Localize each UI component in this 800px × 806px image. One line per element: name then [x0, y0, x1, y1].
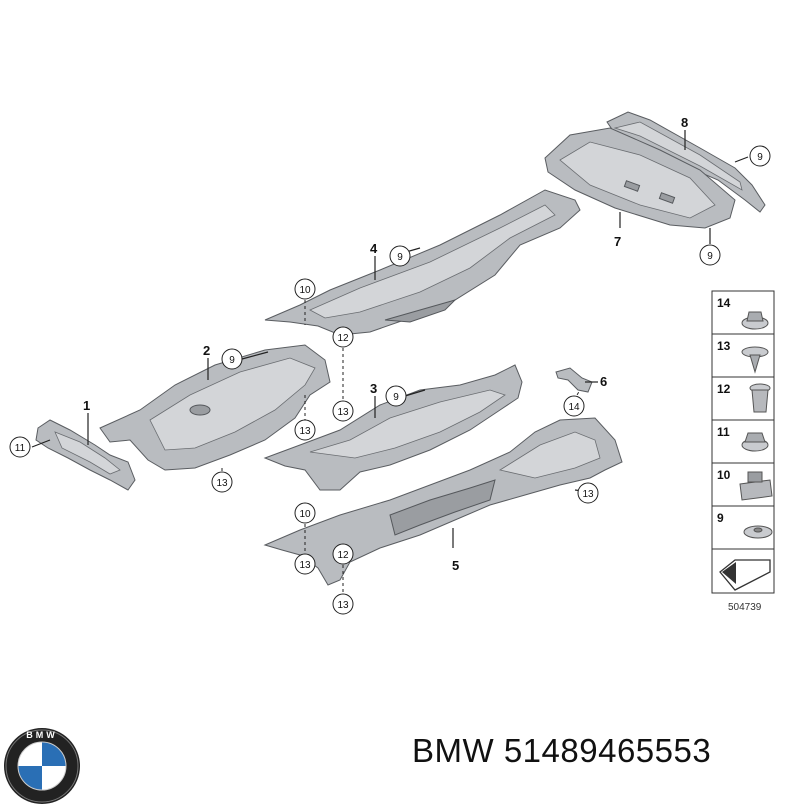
part-5-heat-shield — [263, 417, 623, 586]
svg-text:10: 10 — [299, 285, 311, 296]
callout-9-part3: 9 — [385, 385, 407, 407]
svg-text:13: 13 — [337, 600, 349, 611]
svg-text:13: 13 — [582, 489, 594, 500]
callout-9-part8: 9 — [749, 145, 771, 167]
part-label-7: 7 — [614, 234, 621, 249]
part-1-bracket — [35, 419, 136, 491]
legend-number-10: 10 — [717, 468, 731, 482]
part-label-5: 5 — [452, 558, 459, 573]
svg-text:9: 9 — [757, 152, 763, 163]
callout-13-part5-a: 13 — [294, 553, 316, 575]
legend-number-14: 14 — [717, 296, 731, 310]
callout-13-part2-a: 13 — [294, 419, 316, 441]
callout-13-part4: 13 — [332, 400, 354, 422]
part-6-bracket — [555, 367, 593, 393]
svg-text:13: 13 — [299, 560, 311, 571]
svg-text:9: 9 — [397, 252, 403, 263]
screw-icon — [741, 346, 769, 374]
callout-12-part5: 12 — [332, 543, 354, 565]
bmw-logo: BMW — [4, 728, 80, 804]
part-7-heat-shield — [544, 127, 736, 229]
svg-text:13: 13 — [299, 426, 311, 437]
part-4-heat-shield — [264, 189, 581, 336]
part-label-8: 8 — [681, 115, 688, 130]
callout-14-part6: 14 — [563, 395, 585, 417]
fastener-legend: 14 13 12 11 10 9 — [711, 290, 775, 594]
arrow-icon — [719, 559, 771, 591]
callout-13-part5-right: 13 — [577, 482, 599, 504]
hex-nut-icon — [741, 432, 769, 452]
svg-text:14: 14 — [568, 402, 580, 413]
svg-text:10: 10 — [299, 509, 311, 520]
legend-number-13: 13 — [717, 339, 731, 353]
brand-name: BMW — [412, 732, 495, 769]
svg-text:13: 13 — [216, 478, 228, 489]
legend-number-12: 12 — [717, 382, 731, 396]
svg-text:13: 13 — [337, 407, 349, 418]
svg-text:12: 12 — [337, 550, 349, 561]
diagram-reference-number: 504739 — [728, 602, 762, 613]
part-label-1: 1 — [83, 398, 90, 413]
callout-13-part5-b: 13 — [332, 593, 354, 615]
part-number: 51489465553 — [503, 732, 712, 769]
expanding-nut-icon — [749, 383, 771, 413]
svg-text:12: 12 — [337, 333, 349, 344]
callout-9-part2: 9 — [221, 348, 243, 370]
part-label-6: 6 — [600, 374, 607, 389]
svg-text:9: 9 — [393, 392, 399, 403]
part-label-2: 2 — [203, 343, 210, 358]
part-label-3: 3 — [370, 381, 377, 396]
clip-nut-icon — [739, 471, 773, 501]
callout-11-left: 11 — [9, 436, 31, 458]
legend-number-11: 11 — [717, 425, 730, 439]
flange-nut-icon — [741, 311, 769, 330]
svg-text:BMW: BMW — [26, 730, 58, 740]
legend-number-9: 9 — [717, 511, 724, 525]
svg-text:11: 11 — [15, 443, 26, 454]
speed-nut-icon — [743, 525, 773, 539]
part-number-labels: 1 2 3 4 5 6 7 8 — [83, 115, 688, 573]
callout-10-part4: 10 — [294, 278, 316, 300]
callout-9-part7: 9 — [699, 244, 721, 266]
callout-12-part4: 12 — [332, 326, 354, 348]
part-caption: BMW 51489465553 — [412, 732, 711, 770]
callout-10-part5: 10 — [294, 502, 316, 524]
part-label-4: 4 — [370, 241, 378, 256]
callout-9-part4: 9 — [389, 245, 411, 267]
svg-text:9: 9 — [707, 251, 713, 262]
svg-text:9: 9 — [229, 355, 235, 366]
part-3-heat-shield — [263, 364, 523, 491]
callout-13-part2-b: 13 — [211, 471, 233, 493]
